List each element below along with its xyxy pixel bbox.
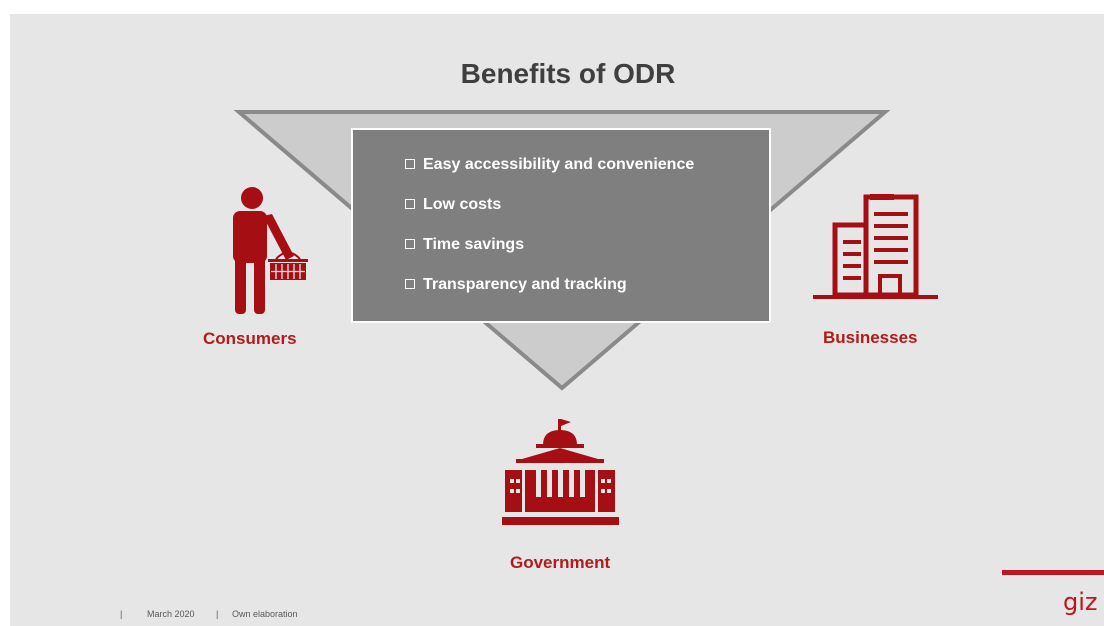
footer-date: March 2020 [147,609,195,619]
consumers-label: Consumers [203,329,297,348]
footer-source: Own elaboration [232,609,298,619]
consumer-icon [233,187,308,314]
benefit-text: Transparency and tracking [423,276,627,293]
checkbox-bullet-icon [405,279,415,289]
government-building-icon [502,419,619,525]
slide-title: Benefits of ODR [460,58,676,89]
list-item: Time savings [405,236,694,276]
benefit-text: Low costs [423,196,502,213]
checkbox-bullet-icon [405,199,415,209]
list-item: Easy accessibility and convenience [405,156,694,196]
footer-separator: | [120,609,123,619]
giz-logo: giz [1063,588,1098,616]
businesses-label: Businesses [823,328,918,347]
government-label: Government [510,553,611,572]
benefit-text: Easy accessibility and convenience [423,156,695,173]
list-item: Low costs [405,196,694,236]
checkbox-bullet-icon [405,159,415,169]
benefits-list: Easy accessibility and convenience Low c… [405,156,694,316]
benefits-box: Easy accessibility and convenience Low c… [351,128,771,323]
brand-accent-line [1002,570,1104,575]
business-building-icon [813,194,938,299]
footer-separator: | [216,609,219,619]
list-item: Transparency and tracking [405,276,694,316]
benefit-text: Time savings [423,236,525,253]
checkbox-bullet-icon [405,239,415,249]
